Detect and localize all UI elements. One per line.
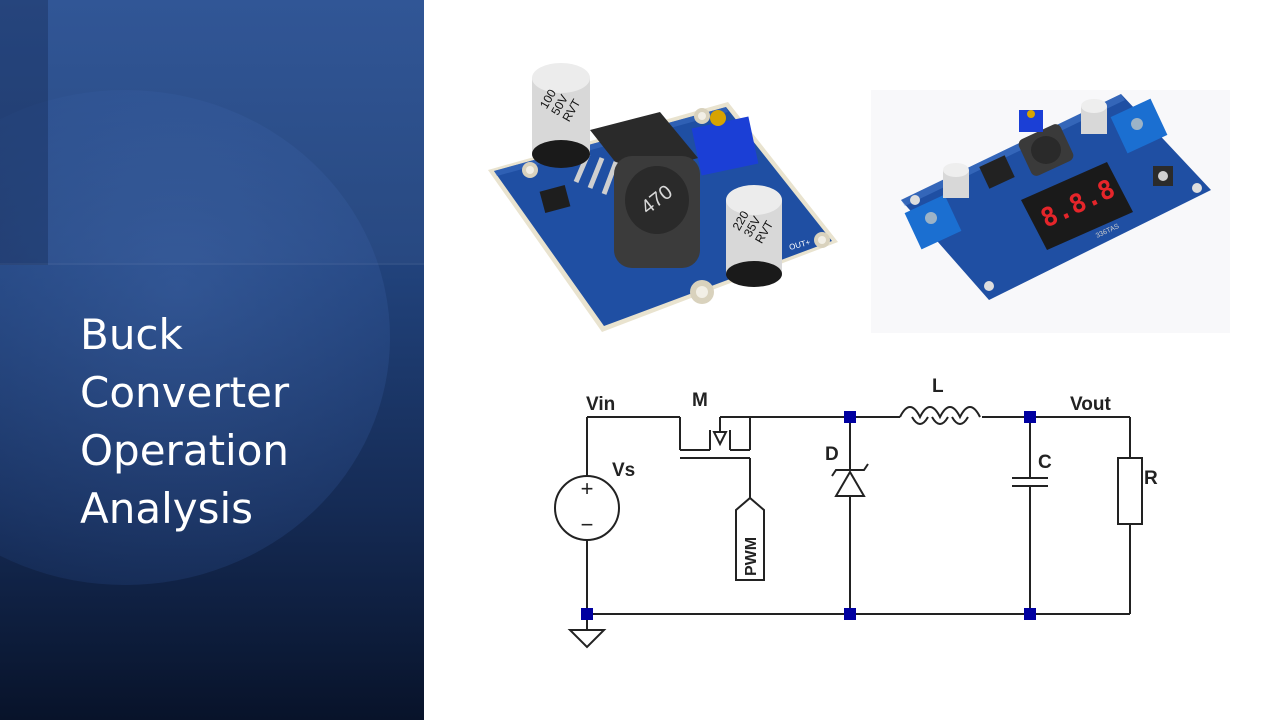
label-d: D [825, 444, 839, 465]
voltage-source-symbol [554, 475, 620, 541]
node-marker [1024, 411, 1036, 423]
cap2-text: 220 35V RVT [730, 204, 777, 245]
pin-out-minus: OUT- [724, 290, 745, 304]
buck-module-photo: 470 100 50V RVT 220 35V RVT IN+ OUT+ OUT… [470, 50, 850, 350]
label-m: M [692, 390, 708, 411]
label-vout: Vout [1070, 394, 1111, 415]
label-c: C [1038, 452, 1052, 473]
resistor-symbol [1117, 457, 1143, 525]
pin-in-plus: IN+ [510, 150, 525, 162]
buck-module-display-photo: 8.8.8 336TAS [871, 90, 1230, 333]
decorative-divider [0, 263, 424, 265]
pwm-label: PWM [743, 537, 760, 576]
node-marker [1024, 608, 1036, 620]
title-line: Converter [80, 368, 290, 417]
node-marker [581, 608, 593, 620]
pwm-source-symbol [735, 496, 765, 581]
source-minus-sign: − [581, 512, 594, 537]
slide-title: Buck Converter Operation Analysis [80, 306, 410, 538]
source-plus-sign: + [581, 476, 594, 501]
title-line: Analysis [80, 484, 254, 533]
label-vs: Vs [612, 460, 635, 481]
node-marker [844, 608, 856, 620]
buck-converter-schematic: + − PWM Vin M L Vou [540, 370, 1180, 670]
inductor-symbol [899, 406, 981, 420]
diode-symbol [834, 470, 866, 497]
node-marker [844, 411, 856, 423]
ground-symbol [567, 629, 607, 649]
label-vin: Vin [586, 394, 615, 415]
capacitor-symbol [1012, 477, 1048, 487]
title-panel: Buck Converter Operation Analysis [0, 0, 424, 720]
label-r: R [1144, 468, 1158, 489]
title-line: Operation [80, 426, 290, 475]
title-line: Buck [80, 310, 183, 359]
decorative-band [0, 0, 48, 265]
label-l: L [932, 376, 944, 397]
